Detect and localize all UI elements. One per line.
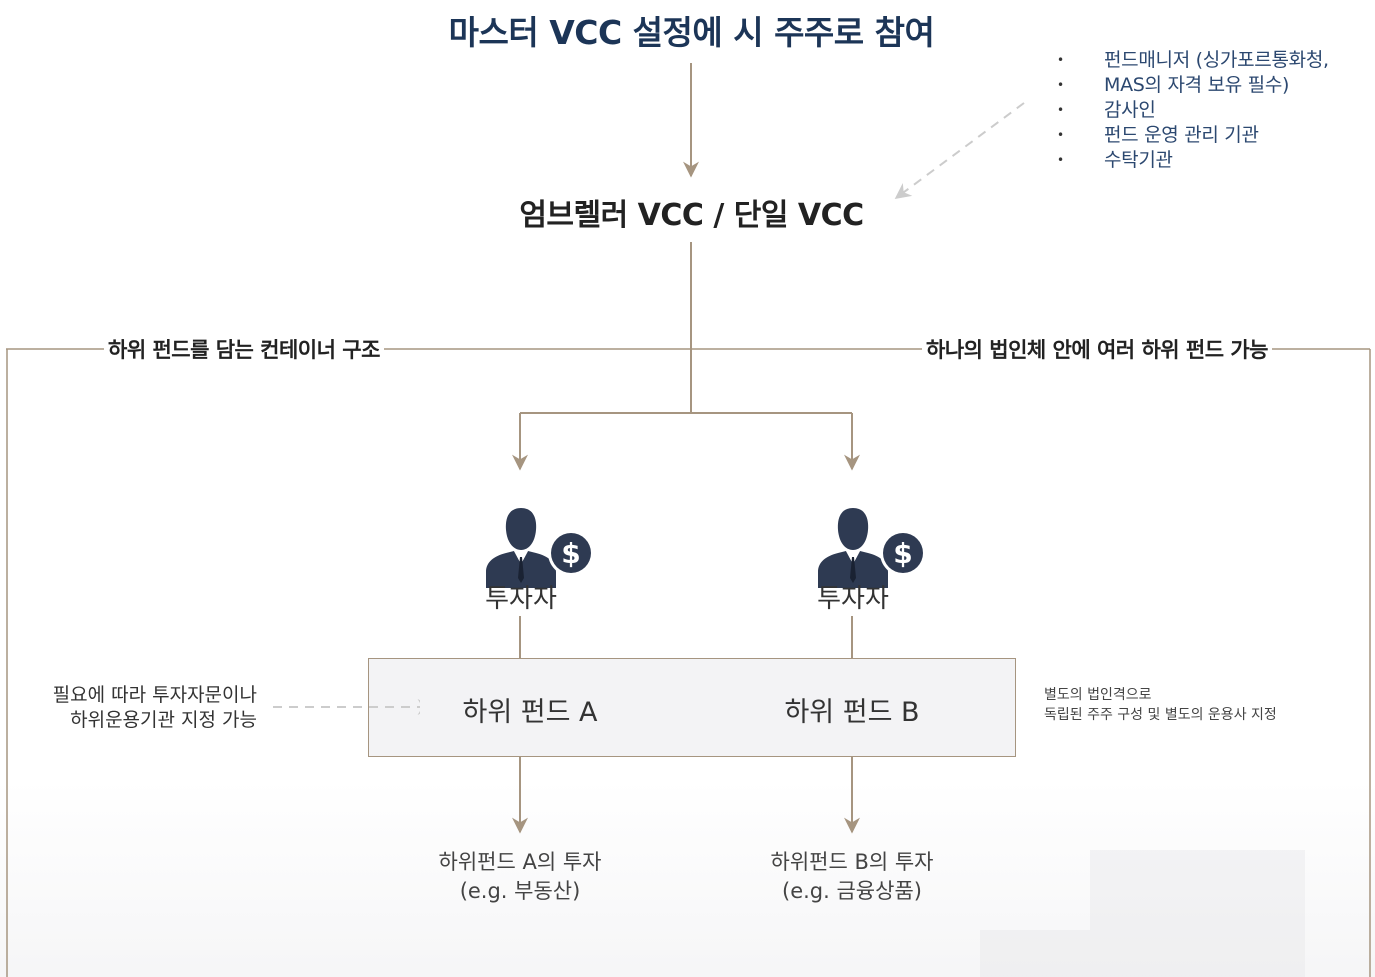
entity-title: 엄브렐러 VCC / 단일 VCC — [519, 198, 864, 233]
list-item-continuation: MAS의 자격 보유 필수) — [1055, 73, 1329, 98]
legal-entity-note: 별도의 법인격으로 독립된 주주 구성 및 별도의 운용사 지정 — [1044, 685, 1277, 725]
businessman-dollar-icon: $ — [486, 508, 594, 588]
background-building — [980, 930, 1090, 977]
businessman-dollar-icon: $ — [818, 508, 926, 588]
note-line: 필요에 따라 투자자문이나 — [52, 684, 257, 706]
svg-text:$: $ — [561, 537, 580, 570]
page-title: 마스터 VCC 설정에 시 주주로 참여 — [448, 13, 935, 52]
investor-a-label: 투자자 — [485, 584, 557, 614]
investment-example: (e.g. 부동산) — [459, 879, 581, 903]
investor-b-label: 투자자 — [817, 584, 889, 614]
note-line: 하위운용기관 지정 가능 — [70, 709, 257, 731]
list-item: 감사인 — [1055, 98, 1329, 123]
list-item: 펀드매니저 (싱가포르통화청, — [1055, 48, 1329, 73]
background-fade — [0, 780, 1375, 977]
structure-right-label: 하나의 법인체 안에 여러 하위 펀드 가능 — [922, 334, 1272, 364]
investment-title: 하위펀드 A의 투자 — [438, 850, 602, 874]
sub-fund-a-investment: 하위펀드 A의 투자 (e.g. 부동산) — [400, 848, 640, 906]
sub-fund-b-label: 하위 펀드 B — [742, 690, 962, 729]
dashed-arrow-participants — [894, 102, 1025, 199]
background-building — [1090, 850, 1305, 977]
svg-text:$: $ — [893, 537, 912, 570]
sub-fund-b-investment: 하위펀드 B의 투자 (e.g. 금융상품) — [732, 848, 972, 906]
note-line: 독립된 주주 구성 및 별도의 운용사 지정 — [1044, 707, 1277, 723]
investment-example: (e.g. 금융상품) — [782, 879, 922, 903]
advisor-note: 필요에 따라 투자자문이나 하위운용기관 지정 가능 — [20, 683, 257, 733]
participants-list: 펀드매니저 (싱가포르통화청, MAS의 자격 보유 필수) 감사인 펀드 운영… — [1055, 48, 1329, 173]
investment-title: 하위펀드 B의 투자 — [770, 850, 934, 874]
list-item: 수탁기관 — [1055, 148, 1329, 173]
sub-fund-a-label: 하위 펀드 A — [420, 690, 640, 729]
list-item: 펀드 운영 관리 기관 — [1055, 123, 1329, 148]
note-line: 별도의 법인격으로 — [1044, 687, 1152, 703]
structure-left-label: 하위 펀드를 담는 컨테이너 구조 — [104, 334, 384, 364]
